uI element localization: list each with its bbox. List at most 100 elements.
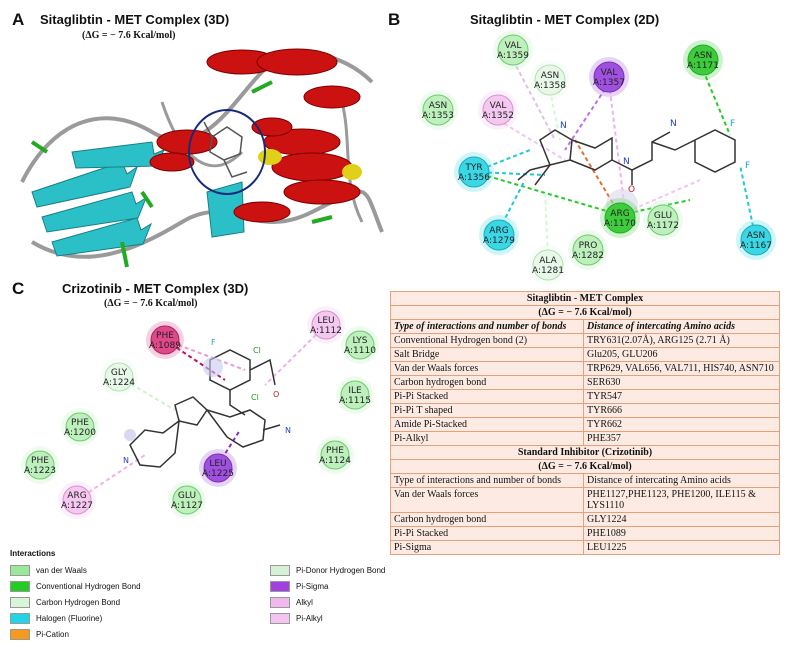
- sitagliptin-interaction-type: Conventional Hydrogen bond (2): [390, 333, 584, 348]
- residue-bubble: [482, 94, 514, 126]
- chlorine-atom-label-1: Cl: [253, 346, 261, 355]
- legend-item-carbon-hbond: Carbon Hydrogen Bond: [10, 597, 120, 608]
- legend-item-pi-cation: Pi-Cation: [10, 629, 69, 640]
- crizotinib-interaction-diagram: Cl Cl F O N N PHEA:1089LEUA:1112LYSA:111…: [21, 306, 379, 519]
- residue-name: LEU: [317, 316, 334, 326]
- residue-bubble: [532, 249, 564, 281]
- residue-name: TYR: [464, 163, 482, 173]
- residue-bubble: [150, 325, 180, 355]
- residue-name: ASN: [747, 231, 766, 241]
- amine-atom-label: N: [670, 119, 677, 129]
- residue-number: A:1353: [422, 111, 454, 121]
- residue-number: A:1124: [319, 456, 351, 466]
- residue-bubble: [740, 224, 772, 256]
- residue-bubble: [104, 362, 134, 392]
- crizotinib-interaction-type: Van der Waals forces: [390, 487, 584, 513]
- legend-label: Halogen (Fluorine): [36, 614, 103, 623]
- residue-name: ARG: [67, 491, 86, 501]
- nitrogen-atom-label: N: [123, 456, 129, 465]
- chlorine-atom-label-2: Cl: [251, 393, 259, 402]
- table-header-crizotinib: Standard Inhibitor (Crizotinib): [390, 445, 780, 460]
- legend-swatch: [10, 613, 30, 624]
- legend-item-pi-alkyl: Pi-Alkyl: [270, 613, 323, 624]
- residue-name: PHE: [71, 418, 89, 428]
- residue-name: PHE: [31, 456, 49, 466]
- sitagliptin-amino-acids: Glu205, GLU206: [583, 347, 780, 362]
- legend-swatch: [10, 629, 30, 640]
- residue-number: A:1171: [687, 61, 719, 71]
- nitrogen-atom-label-2: N: [560, 121, 567, 131]
- residue-bubble: [534, 64, 566, 96]
- oxygen-atom-label: O: [628, 185, 635, 195]
- residue-name: ARG: [610, 209, 629, 219]
- table-col-header-distance: Distance of intercating Amino acids: [583, 319, 780, 334]
- residue-bubble: [497, 34, 529, 66]
- residue-number: A:1172: [647, 221, 679, 231]
- legend-item-halogen: Halogen (Fluorine): [10, 613, 102, 624]
- legend-label: Pi-Donor Hydrogen Bond: [296, 566, 386, 575]
- panel-c-title: Crizotinib - MET Complex (3D): [62, 281, 249, 296]
- residue-bubble: [320, 440, 350, 470]
- residue-number: A:1227: [61, 501, 93, 511]
- fluorine-atom-label-2: F: [745, 161, 750, 171]
- legend-label: Conventional Hydrogen Bond: [36, 582, 141, 591]
- residue-bubble: [172, 485, 202, 515]
- residue-name: ILE: [348, 386, 362, 396]
- legend-label: van der Waals: [36, 566, 87, 575]
- fluorine-atom-label: F: [211, 338, 216, 347]
- residue-number: A:1359: [497, 51, 529, 61]
- residue-number: A:1225: [202, 469, 234, 479]
- residue-number: A:1357: [593, 78, 625, 88]
- residue-bubble: [647, 204, 679, 236]
- sitagliptin-amino-acids: TRP629, VAL656, VAL711, HIS740, ASN710: [583, 361, 780, 376]
- legend-swatch: [10, 597, 30, 608]
- residue-bubble: [340, 380, 370, 410]
- sitagliptin-amino-acids: TYR666: [583, 403, 780, 418]
- residue-name: ASN: [694, 51, 713, 61]
- legend-swatch: [10, 581, 30, 592]
- sitagliptin-interaction-type: Pi-Pi T shaped: [390, 403, 584, 418]
- residue-name: VAL: [490, 101, 507, 111]
- legend-swatch: [270, 581, 290, 592]
- table-dg-sitagliptin: (ΔG = − 7.6 Kcal/mol): [390, 305, 780, 320]
- table-col-header-distance-2: Distance of intercating Amino acids: [583, 473, 780, 488]
- crizotinib-interaction-type: Pi-Sigma: [390, 540, 584, 555]
- table-dg-crizotinib: (ΔG = − 7.6 Kcal/mol): [390, 459, 780, 474]
- residue-bubble: [422, 94, 454, 126]
- crizotinib-amino-acids: PHE1089: [583, 526, 780, 541]
- residue-name: PHE: [326, 446, 344, 456]
- table-header-sitagliptin: Sitaglibtin - MET Complex: [390, 291, 780, 306]
- legend-item-conventional-hbond: Conventional Hydrogen Bond: [10, 581, 141, 592]
- oxygen-atom-label: O: [273, 390, 279, 399]
- residue-number: A:1110: [344, 346, 376, 356]
- interaction-diagram-2d: O N N N F F VALA:1359ASNA:1358VALA:1357A…: [418, 30, 776, 285]
- residue-bubble: [483, 219, 515, 251]
- legend-label: Pi-Cation: [36, 630, 69, 639]
- legend-item-alkyl: Alkyl: [270, 597, 313, 608]
- residue-name: ASN: [429, 101, 448, 111]
- legend-item-pi-sigma: Pi-Sigma: [270, 581, 328, 592]
- panel-a-title: Sitaglibtin - MET Complex (3D): [40, 12, 230, 27]
- sitagliptin-interaction-type: Van der Waals forces: [390, 361, 584, 376]
- legend-swatch: [270, 565, 290, 576]
- sitagliptin-amino-acids: SER630: [583, 375, 780, 390]
- residue-bubble: [203, 453, 233, 483]
